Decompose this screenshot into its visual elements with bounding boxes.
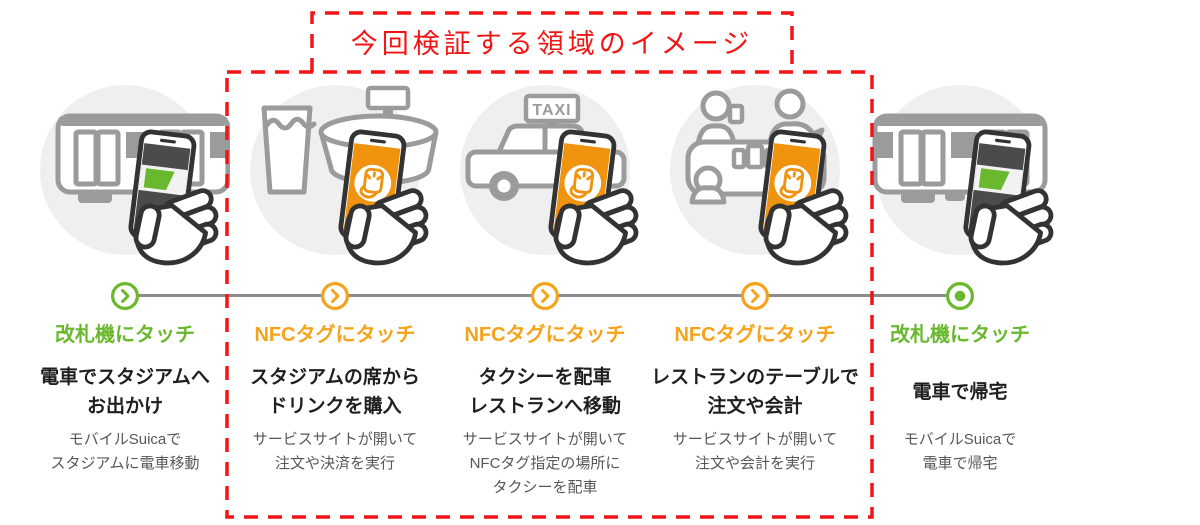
step-description-line: 注文や会計を実行 (694, 455, 815, 472)
step-heading: スタジアムの席から ドリンクを購入 (215, 362, 455, 422)
restaurant-icon (670, 85, 860, 275)
step-column-train-return: 改札機にタッチ 電車で帰宅 モバイルSuicaで 電車で帰宅 (855, 0, 1065, 525)
step-column-stadium-drink: NFCタグにタッチ スタジアムの席から ドリンクを購入 サービスサイトが開いて … (230, 0, 440, 525)
step-description-line: 注文や決済を実行 (274, 455, 395, 472)
taxi-icon: TAXI (460, 85, 650, 275)
step-heading: レストランのテーブルで 注文や会計 (635, 362, 875, 422)
step-description-line: スタジアムに電車移動 (50, 455, 200, 472)
step-description-line: モバイルSuicaで (903, 431, 1017, 448)
step-heading-line: タクシーを配車 (478, 367, 612, 388)
step-description: モバイルSuicaで 電車で帰宅 (840, 428, 1080, 476)
step-heading-line: スタジアムの席から (250, 367, 420, 388)
step-description: モバイルSuicaで スタジアムに電車移動 (5, 428, 245, 476)
step-column-taxi: TAXI NFCタグにタッチ タクシーを配車 レストランへ移動 サービスサイトが… (440, 0, 650, 525)
step-tag: 改札機にタッチ (55, 324, 195, 346)
step-description-line: NFCタグ指定の場所に (469, 455, 621, 472)
step-description-line: 電車で帰宅 (922, 455, 998, 472)
train-icon (40, 85, 230, 275)
step-heading: タクシーを配車 レストランへ移動 (425, 362, 665, 422)
timeline-marker-target-green (945, 282, 975, 310)
step-heading: 電車でスタジアムへ お出かけ (5, 362, 245, 422)
step-description-line: タクシーを配車 (492, 479, 598, 496)
timeline-marker-chevron-orange (321, 282, 349, 310)
step-heading-line: 電車で帰宅 (912, 381, 1008, 403)
timeline-marker-chevron-green (110, 282, 139, 310)
step-description-line: サービスサイトが開いて (672, 431, 838, 448)
step-heading-line: お出かけ (86, 396, 163, 417)
step-description: サービスサイトが開いて NFCタグ指定の場所に タクシーを配車 (425, 428, 665, 500)
step-tag: 改札機にタッチ (890, 324, 1030, 346)
step-column-restaurant: NFCタグにタッチ レストランのテーブルで 注文や会計 サービスサイトが開いて … (650, 0, 860, 525)
step-description-line: サービスサイトが開いて (462, 431, 628, 448)
timeline-marker-chevron-orange (740, 282, 770, 310)
step-tag: NFCタグにタッチ (674, 324, 836, 346)
diagram-title: 今回検証する領域のイメージ (350, 29, 754, 59)
step-heading-line: ドリンクを購入 (268, 396, 402, 417)
step-description-line: サービスサイトが開いて (252, 431, 418, 448)
step-heading-line: レストランのテーブルで (651, 367, 859, 388)
taxi-sign-label: TAXI (532, 102, 571, 119)
step-heading: 電車で帰宅 (840, 362, 1080, 422)
step-column-train-outbound: 改札機にタッチ 電車でスタジアムへ お出かけ モバイルSuicaで スタジアムに… (20, 0, 230, 525)
step-description: サービスサイトが開いて 注文や会計を実行 (635, 428, 875, 476)
train-icon (855, 85, 1065, 275)
step-description-line: モバイルSuicaで (68, 431, 182, 448)
timeline-marker-chevron-orange (530, 282, 560, 310)
step-heading-line: レストランへ移動 (468, 396, 621, 417)
step-description: サービスサイトが開いて 注文や決済を実行 (215, 428, 455, 476)
step-tag: NFCタグにタッチ (464, 324, 626, 346)
step-tag: NFCタグにタッチ (254, 324, 416, 346)
beer-stadium-icon (250, 85, 439, 275)
step-heading-line: 注文や会計 (707, 396, 803, 417)
step-heading-line: 電車でスタジアムへ (40, 367, 210, 388)
